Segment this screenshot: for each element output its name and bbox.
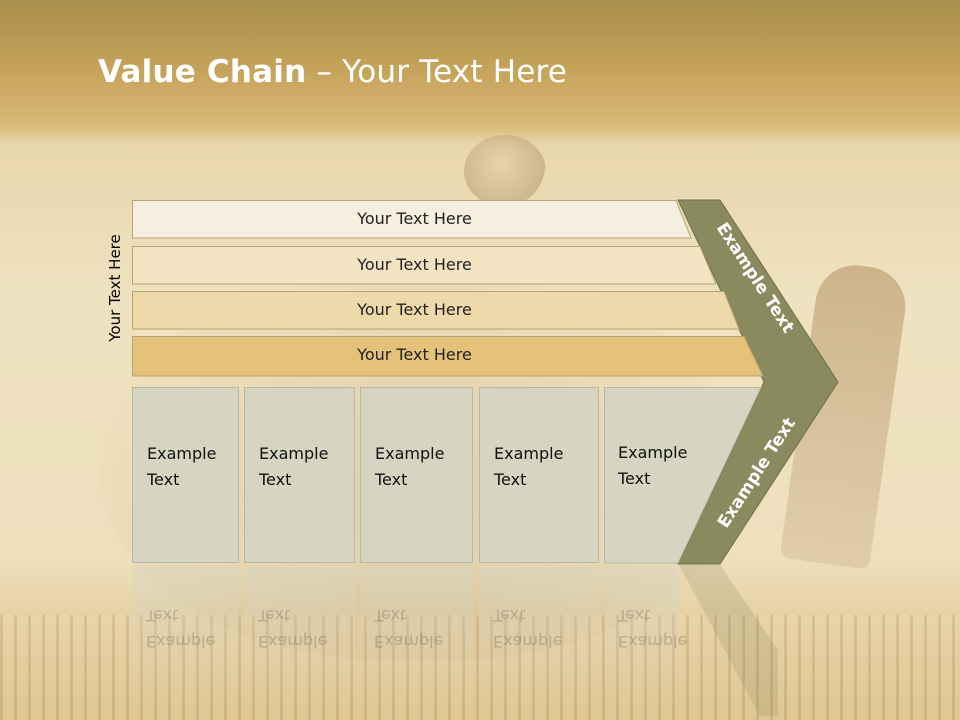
row-2: Your Text Here (132, 246, 717, 285)
example-box-1-reflection: Example Text (132, 566, 239, 716)
row-4-shape (132, 336, 764, 377)
example-box-3-reflection: Example Text (360, 566, 473, 716)
example-box-4-label: Example Text (494, 444, 564, 489)
teapot-lid-knob-image (464, 135, 546, 207)
row-1: Your Text Here (132, 200, 692, 239)
row-1-shape (132, 200, 692, 239)
row-2-label: Your Text Here (357, 255, 472, 274)
example-box-2-reflection: Example Text (244, 566, 355, 716)
row-1-label: Your Text Here (357, 209, 472, 228)
example-box-4-reflection: Example Text (479, 566, 599, 716)
title-bold: Value Chain (98, 54, 307, 90)
row-2-shape (132, 246, 717, 285)
example-box-1-reflection-label: Example Text (146, 606, 216, 651)
row-3: Your Text Here (132, 291, 740, 330)
row-3-label: Your Text Here (357, 300, 472, 319)
example-box-4: Example Text (479, 387, 599, 563)
example-box-3-label: Example Text (375, 444, 445, 489)
example-box-1-label: Example Text (147, 444, 217, 489)
example-box-4-reflection-label: Example Text (493, 606, 563, 651)
example-box-5-reflection-label: Example Text (618, 606, 688, 651)
example-box-2-reflection-label: Example Text (258, 606, 328, 651)
row-4-label: Your Text Here (357, 345, 472, 364)
slide-title: Value Chain – Your Text Here (98, 54, 567, 90)
row-3-shape (132, 291, 740, 330)
example-box-3: Example Text (360, 387, 473, 563)
example-box-3-reflection-label: Example Text (374, 606, 444, 651)
example-box-5-label: Example Text (618, 443, 688, 488)
chevron-shape (677, 199, 839, 565)
title-rest: – Your Text Here (306, 54, 568, 90)
bamboo-mat-image (0, 615, 960, 720)
example-box-5-shape (604, 387, 762, 564)
example-box-5-reflection: Example Text (604, 566, 687, 716)
row-4: Your Text Here (132, 336, 764, 377)
chevron-reflection (679, 565, 778, 716)
example-box-2: Example Text (244, 387, 355, 563)
example-box-2-label: Example Text (259, 444, 329, 489)
example-box-1: Example Text (132, 387, 239, 563)
